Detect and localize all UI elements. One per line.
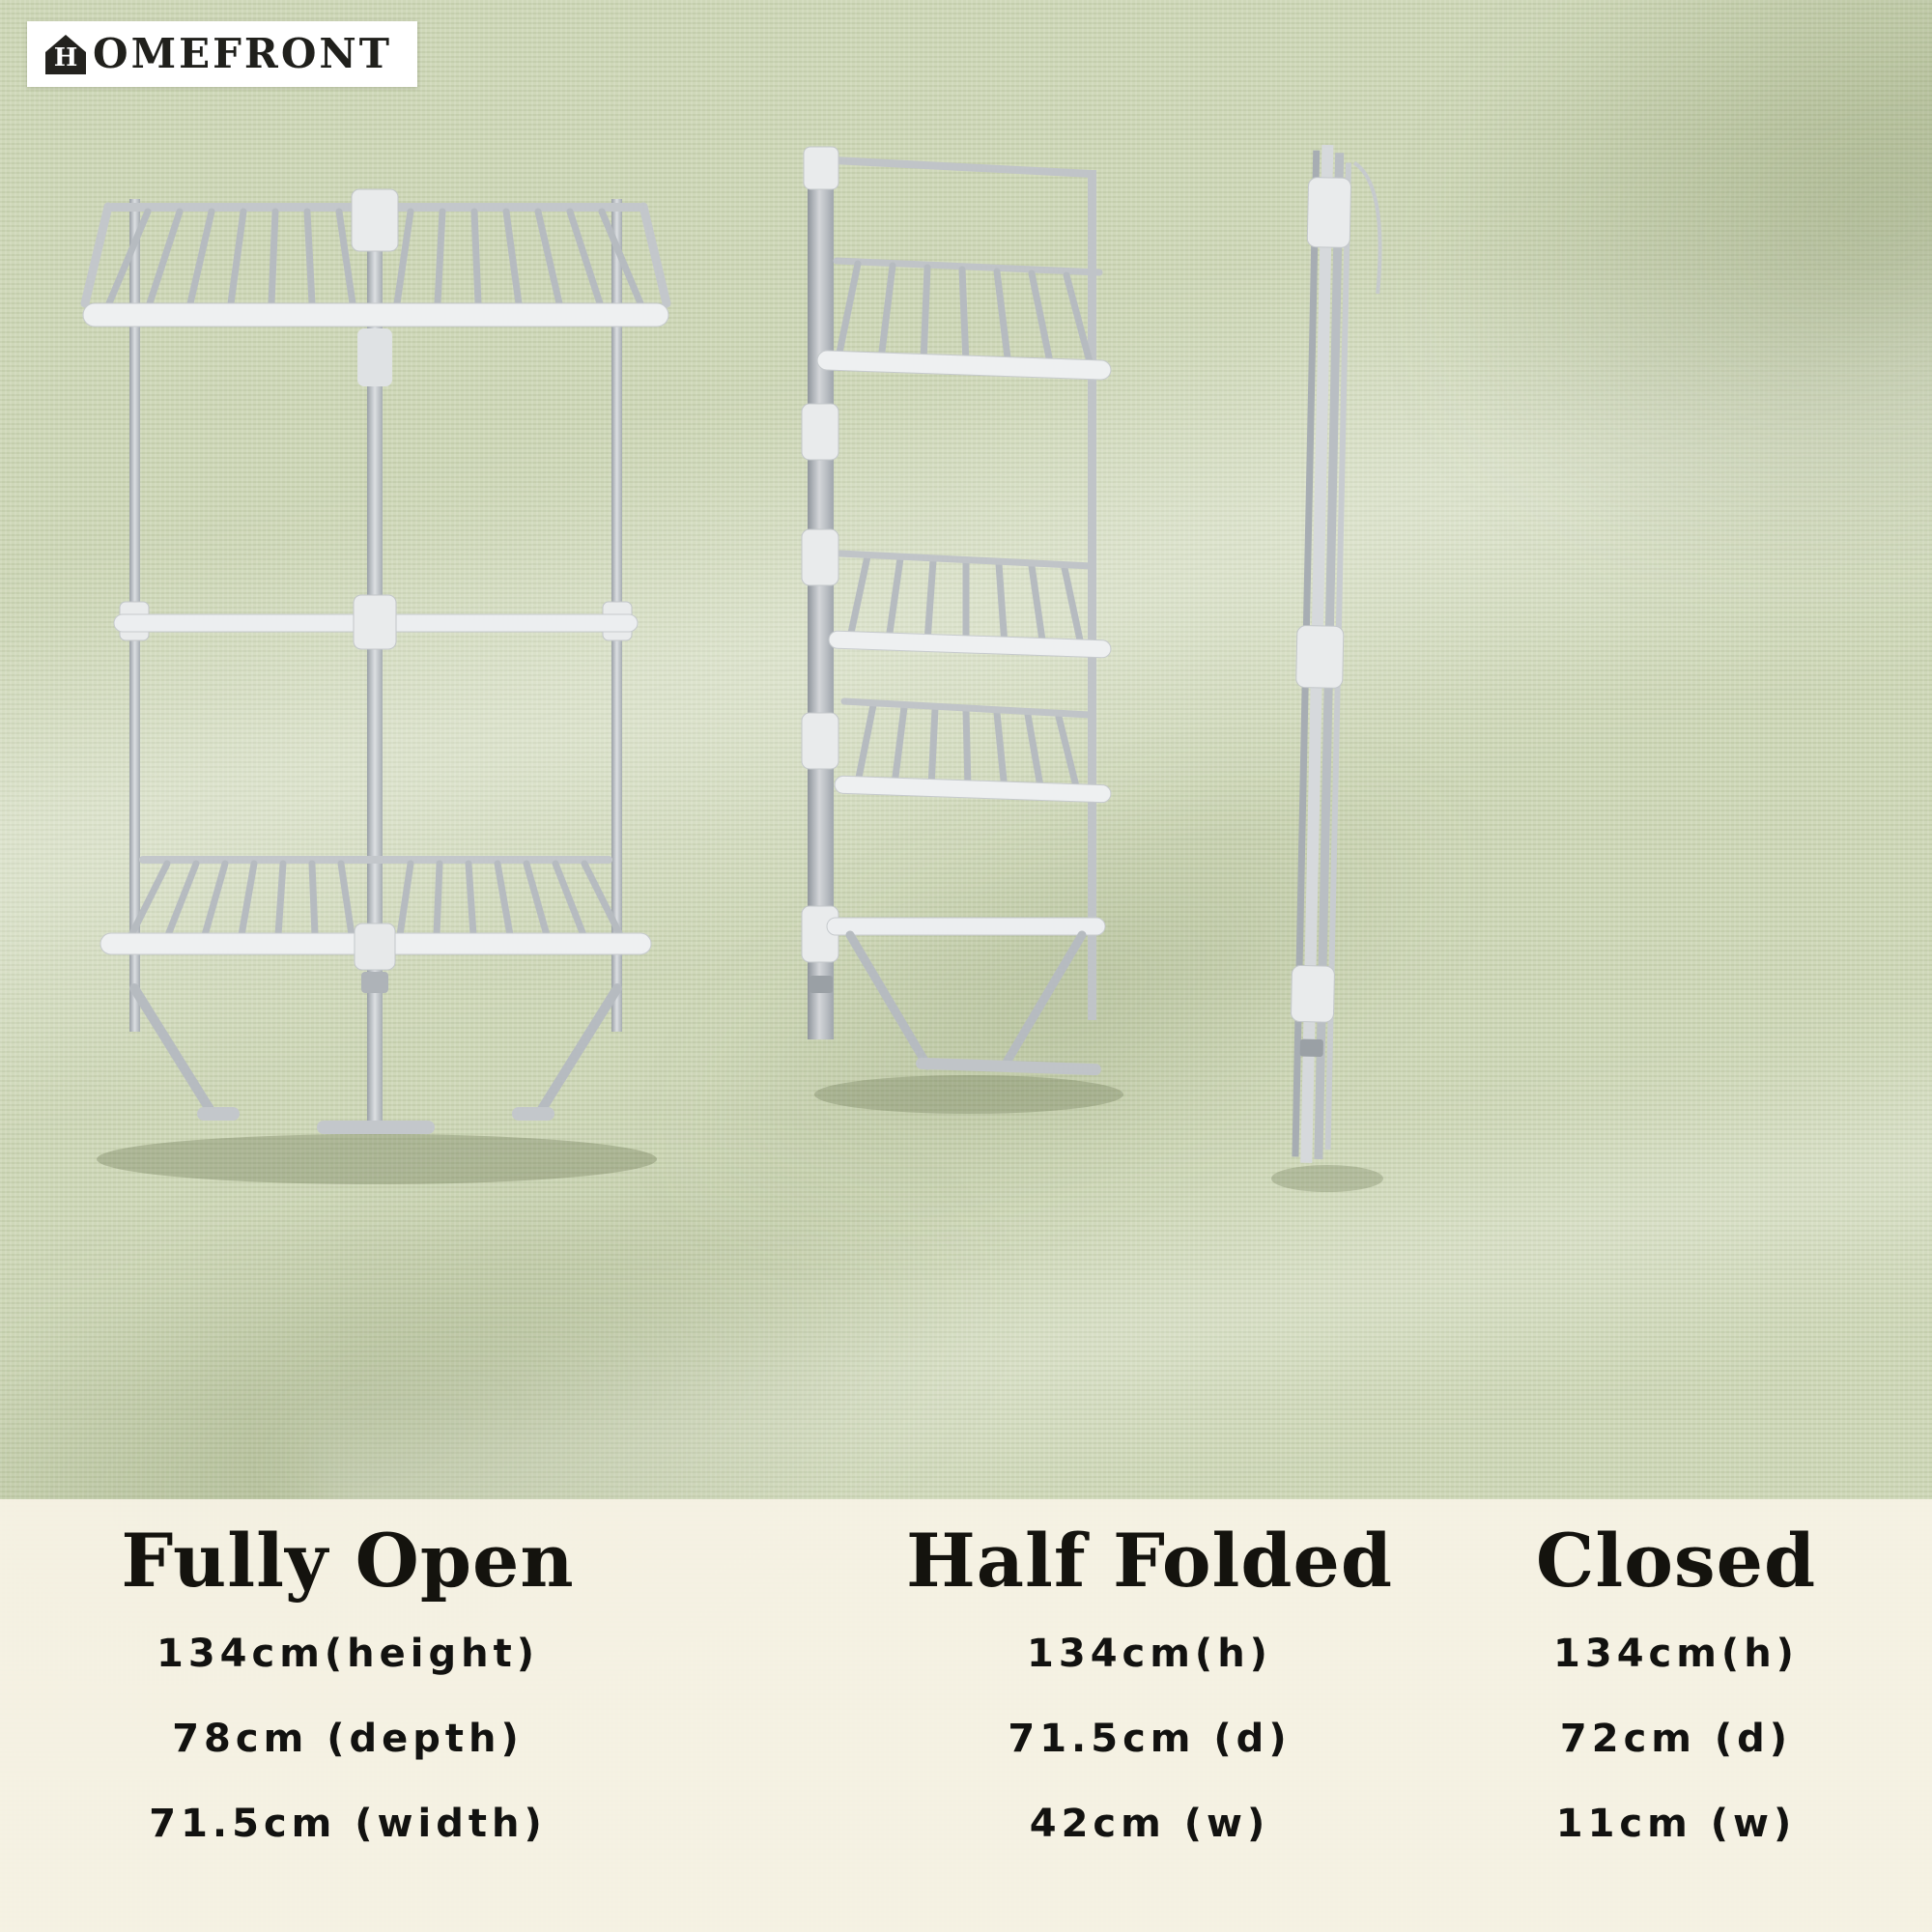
spec-depth: 71.5cm (d) xyxy=(1008,1716,1292,1761)
rack-fully-open-image xyxy=(75,114,678,1206)
spec-column-half-folded: Half Folded 134cm(h) 71.5cm (d) 42cm (w) xyxy=(850,1499,1449,1889)
house-icon: H xyxy=(45,35,86,74)
column-title: Half Folded xyxy=(905,1518,1394,1604)
rack-closed-image xyxy=(1252,124,1397,1215)
logo-text: OMEFRONT xyxy=(93,30,393,77)
spec-width: 11cm (w) xyxy=(1555,1801,1797,1846)
spec-height: 134cm(h) xyxy=(1553,1631,1799,1676)
spec-height: 134cm(h) xyxy=(1027,1631,1272,1676)
rack-half-folded-image xyxy=(781,114,1132,1133)
column-title: Fully Open xyxy=(121,1518,575,1604)
svg-text:H: H xyxy=(54,43,78,72)
spec-width: 71.5cm (width) xyxy=(149,1801,547,1846)
homefront-logo: H OMEFRONT xyxy=(27,21,418,87)
spec-column-fully-open: Fully Open 134cm(height) 78cm (depth) 71… xyxy=(39,1499,657,1889)
rack-closed-illustration xyxy=(1271,144,1383,1192)
spec-column-closed: Closed 134cm(h) 72cm (d) 11cm (w) xyxy=(1449,1499,1903,1889)
spec-height: 134cm(height) xyxy=(156,1631,539,1676)
rack-half-folded-illustration xyxy=(801,146,1123,1114)
column-title: Closed xyxy=(1535,1518,1817,1604)
fabric-shadow xyxy=(1305,0,1932,724)
spec-depth: 78cm (depth) xyxy=(172,1716,524,1761)
spec-depth: 72cm (d) xyxy=(1559,1716,1793,1761)
spec-width: 42cm (w) xyxy=(1029,1801,1270,1846)
rack-fully-open-illustration xyxy=(80,188,671,1184)
spec-band: Fully Open 134cm(height) 78cm (depth) 71… xyxy=(0,1499,1932,1932)
